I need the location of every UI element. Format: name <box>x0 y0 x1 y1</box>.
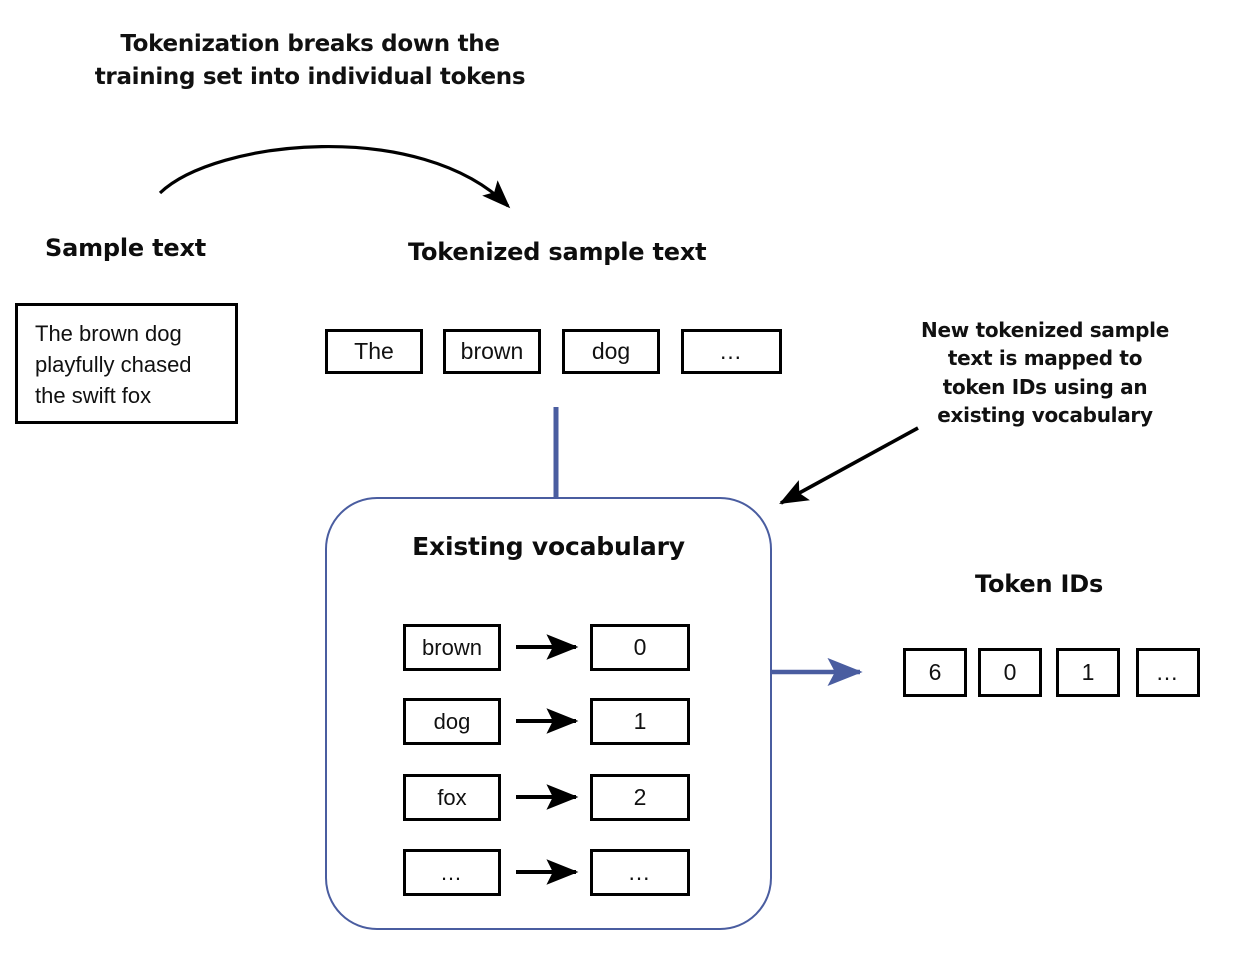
label-existing-vocabulary: Existing vocabulary <box>412 532 685 561</box>
token-id-chip-2: 1 <box>1056 648 1120 697</box>
label-tokenized-sample-text: Tokenized sample text <box>408 238 707 266</box>
vocab-word-2: fox <box>403 774 501 821</box>
sample-text-box: The brown dog playfully chased the swift… <box>15 303 238 424</box>
annotation-tokenization-description: Tokenization breaks down the training se… <box>94 31 526 90</box>
annotation-token-id-mapping-description: New tokenized sample text is mapped to t… <box>921 318 1169 428</box>
token-chip-2: dog <box>562 329 660 374</box>
vocab-word-3: … <box>403 849 501 896</box>
vocab-word-0: brown <box>403 624 501 671</box>
diagonal-arrow-icon <box>779 426 919 505</box>
vocab-id-0: 0 <box>590 624 690 671</box>
vocab-word-1: dog <box>403 698 501 745</box>
token-chip-0: The <box>325 329 423 374</box>
token-id-chip-3: … <box>1136 648 1200 697</box>
existing-vocabulary-container <box>325 497 772 930</box>
label-sample-text: Sample text <box>45 234 207 262</box>
token-id-chip-1: 0 <box>978 648 1042 697</box>
curved-arrow-icon <box>158 144 511 209</box>
vocab-id-2: 2 <box>590 774 690 821</box>
token-id-chip-0: 6 <box>903 648 967 697</box>
token-chip-3: … <box>681 329 782 374</box>
label-token-ids: Token IDs <box>975 570 1104 598</box>
vocab-id-3: … <box>590 849 690 896</box>
token-chip-1: brown <box>443 329 541 374</box>
vocab-id-1: 1 <box>590 698 690 745</box>
